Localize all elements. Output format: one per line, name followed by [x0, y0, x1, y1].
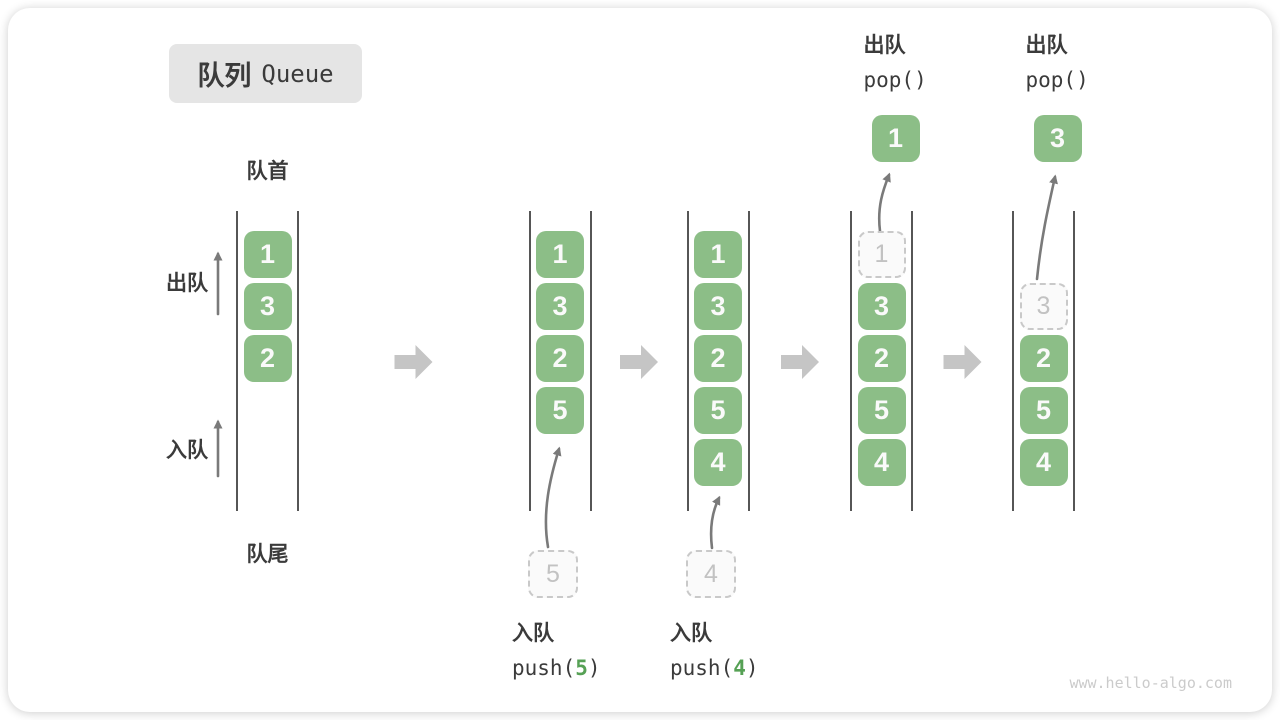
dequeue-operation-label: 出队 pop() — [864, 28, 927, 98]
enqueue-operation-code: push(5) — [512, 651, 601, 686]
code-text: push( — [670, 656, 734, 680]
queue-wall-left-line — [528, 211, 531, 511]
dequeue-operation-title: 出队 — [1025, 34, 1068, 57]
queue-wall-left-line — [236, 211, 238, 511]
queue-wall-right-line — [589, 211, 592, 511]
code-text: ) — [587, 656, 601, 680]
queue-cell: 2 — [243, 335, 292, 382]
title-en-label: Queue — [261, 59, 334, 88]
queue-cell: 5 — [536, 387, 584, 434]
queue-cell: 2 — [857, 335, 906, 382]
queue-wall-left-line — [1012, 211, 1014, 511]
dequeue-operation-code: pop() — [864, 63, 927, 98]
popped-value-box: 3 — [1033, 115, 1082, 162]
queue-cell: 1 — [536, 231, 584, 278]
enqueue-operation-label: 入队 push(4) — [670, 616, 759, 686]
queue-cell: 2 — [694, 335, 742, 382]
queue-cell: 4 — [694, 439, 742, 486]
staged-value-box: 5 — [528, 550, 578, 598]
queue-cell: 2 — [1019, 335, 1068, 382]
code-argument: 5 — [575, 656, 588, 680]
queue-cell: 3 — [536, 283, 584, 330]
title-zh-label: 队列 — [197, 61, 252, 91]
code-text: pop() — [1025, 68, 1089, 92]
title-badge: 队列 Queue — [169, 44, 362, 103]
code-argument: 4 — [733, 656, 746, 680]
queue-cell: 4 — [857, 439, 906, 486]
code-text: push( — [512, 656, 576, 680]
enqueue-side-label: 入队 — [166, 439, 208, 462]
queue-wall-right-line — [747, 211, 750, 511]
queue-rear-label: 队尾 — [246, 543, 289, 566]
queue-cell-dequeued: 3 — [1019, 283, 1068, 330]
popped-value-box: 1 — [871, 115, 920, 162]
queue-cell: 5 — [694, 387, 742, 434]
dequeue-operation-code: pop() — [1026, 63, 1089, 98]
queue-wall-right-line — [297, 211, 299, 511]
queue-cell: 3 — [243, 283, 292, 330]
queue-front-label: 队首 — [246, 160, 289, 183]
queue-cell: 5 — [857, 387, 906, 434]
enqueue-operation-code: push(4) — [670, 651, 759, 686]
queue-cell: 3 — [694, 283, 742, 330]
queue-wall-right-line — [911, 211, 913, 511]
staged-value-box: 4 — [686, 550, 736, 598]
dequeue-operation-label: 出队 pop() — [1026, 28, 1089, 98]
queue-cell-dequeued: 1 — [857, 231, 906, 278]
queue-cell: 2 — [536, 335, 584, 382]
code-text: ) — [745, 656, 759, 680]
queue-wall-left-line — [686, 211, 689, 511]
watermark-text: www.hello-algo.com — [1069, 674, 1232, 692]
queue-cell: 5 — [1019, 387, 1068, 434]
queue-cell: 1 — [243, 231, 292, 278]
queue-wall-right-line — [1073, 211, 1075, 511]
queue-cell: 4 — [1019, 439, 1068, 486]
queue-cell: 1 — [694, 231, 742, 278]
enqueue-operation-title: 入队 — [670, 622, 712, 645]
enqueue-operation-title: 入队 — [512, 622, 554, 645]
code-text: pop() — [863, 68, 927, 92]
queue-cell: 3 — [857, 283, 906, 330]
enqueue-operation-label: 入队 push(5) — [512, 616, 601, 686]
dequeue-side-label: 出队 — [166, 272, 208, 295]
queue-wall-left-line — [850, 211, 852, 511]
dequeue-operation-title: 出队 — [863, 34, 906, 57]
